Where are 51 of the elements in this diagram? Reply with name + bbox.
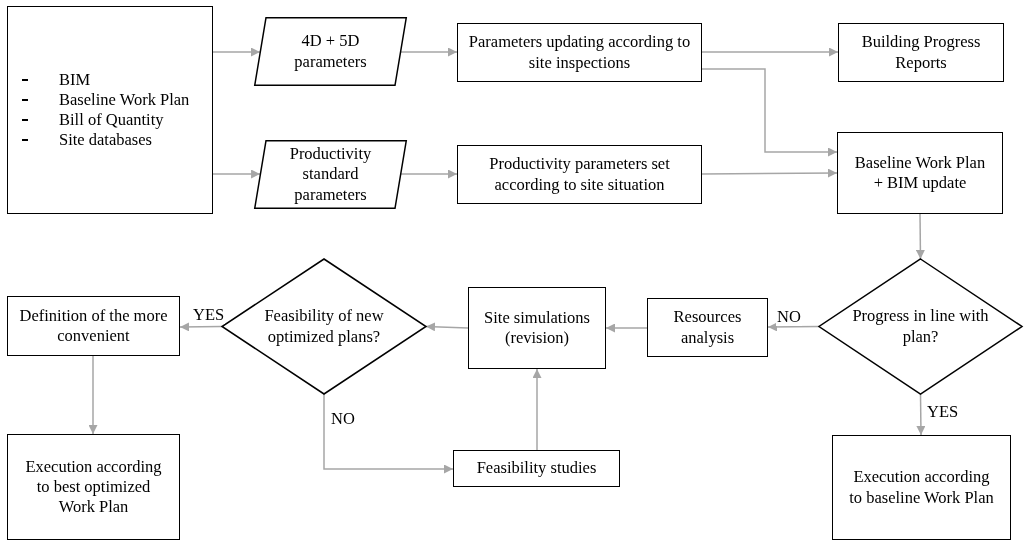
decision-diamond [222,259,426,394]
arrow [88,355,98,435]
arrow [400,169,458,179]
arrow [701,168,838,178]
arrow [915,213,925,260]
node-label: Feasibility studies [475,458,598,479]
arrow [400,47,458,57]
decision-diamond [819,259,1022,394]
arrow [605,323,648,333]
process-box [457,23,702,82]
node-label: Productivity standard parameters [288,144,373,205]
node-label: Site simulations (revision) [483,307,591,349]
process-box [647,298,768,357]
list-item: Site databases [59,130,152,151]
list-item: Bill of Quantity [59,110,164,131]
arrow [179,322,223,332]
arrow [701,47,839,57]
node-label: Progress in line with plan? [851,306,990,347]
node-label: Productivity parameters set according to site situation [488,154,671,195]
process-box [453,450,620,487]
node-label: Execution according to baseline Work Plan [848,467,995,508]
node-label: Resources analysis [672,307,743,348]
process-box [832,435,1011,540]
node-label: Building Progress Reports [860,32,982,73]
arrow [323,393,454,474]
list-item: Baseline Work Plan [59,89,190,110]
node-label: Definition of the more convenient [18,305,169,347]
arrow [212,169,261,179]
process-box [468,287,606,369]
edge-label: YES [192,306,226,325]
node-label: Parameters updating according to site inspections [467,32,692,73]
arrow [701,68,838,157]
process-box [837,132,1003,214]
node-label: Execution according to best optimized Work Plan [24,456,163,518]
arrow [916,393,926,436]
node-label: Feasibility of new optimized plans? [263,306,385,347]
process-box [457,145,702,204]
arrow [212,47,261,57]
arrow [767,322,820,332]
process-box [838,23,1004,82]
data-parallelogram [254,140,407,209]
process-box [7,434,180,540]
node-label: Baseline Work Plan + BIM update [853,152,987,194]
arrow [532,368,542,451]
data-parallelogram [254,17,407,86]
input-list-box [7,6,213,214]
arrow [425,322,469,332]
edge-label: NO [776,308,802,327]
list-item: BIM [59,69,91,90]
node-label: 4D + 5D parameters [293,31,368,72]
process-box [7,296,180,356]
